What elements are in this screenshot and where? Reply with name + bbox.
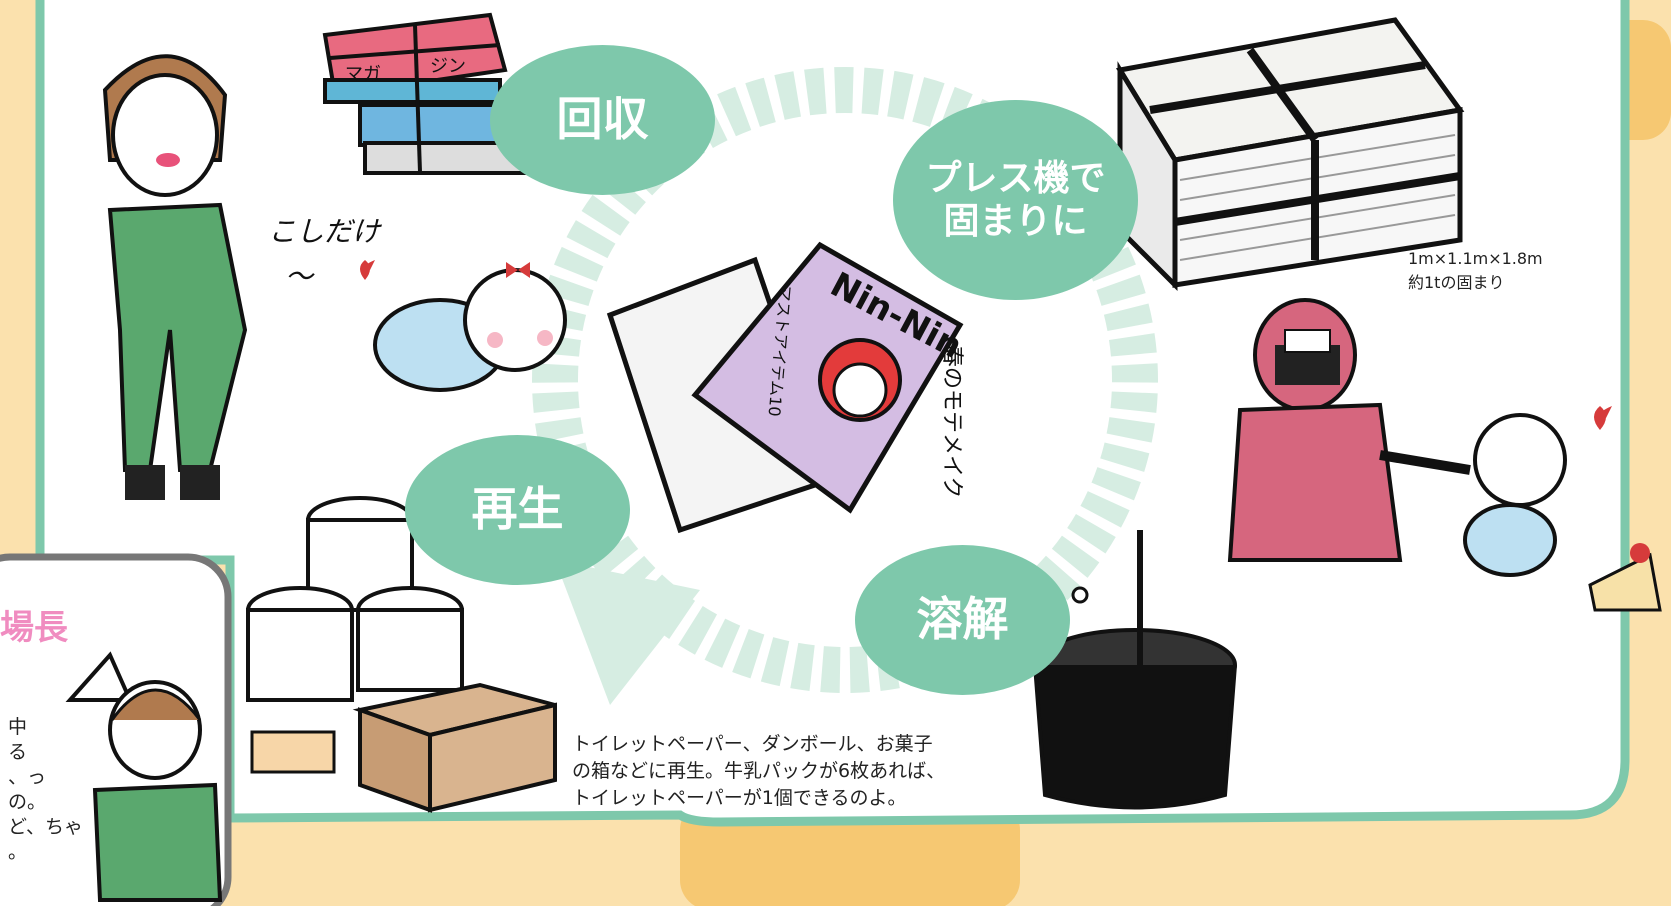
inset-text-line: る	[8, 741, 28, 763]
crawling-baby-illustration	[373, 262, 567, 392]
ninja-illustration	[1227, 298, 1662, 612]
cycle-arrow-head	[555, 560, 700, 705]
factory-manager-illustration	[102, 54, 248, 500]
bale-note: 1m×1.1m×1.8m 約1tの固まり	[1408, 247, 1543, 295]
recycled-products-illustration	[246, 496, 557, 813]
recycle-caption-line: の箱などに再生。牛乳パックが6枚あれば、	[572, 760, 946, 782]
inset-text-line: の。	[8, 791, 47, 813]
recycle-caption: トイレットペーパー、ダンボール、お菓子 の箱などに再生。牛乳パックが6枚あれば、…	[572, 731, 945, 812]
bale-weight: 約1tの固まり	[1408, 273, 1505, 292]
cycle-arrow-track	[532, 67, 1158, 693]
dissolving-vat-illustration	[1033, 530, 1237, 810]
inset-text-line: 中	[8, 716, 28, 738]
cycle-step-press: プレス機で 固まりに	[893, 100, 1138, 300]
cycle-step-recycle: 再生	[405, 435, 630, 585]
cycle-step-dissolve: 溶解	[855, 545, 1070, 695]
heart-icon	[1594, 406, 1612, 430]
magazine-headline: 春のモテメイク	[939, 345, 964, 499]
handwritten-note-line1: こしだけ	[268, 215, 381, 248]
bale-size: 1m×1.1m×1.8m	[1408, 249, 1543, 268]
inset-text-line: 。	[8, 841, 28, 863]
inset-text-line: ど、ちゃ	[8, 816, 84, 838]
heart-icon	[360, 260, 375, 280]
inset-text-line: 、っ	[8, 766, 47, 788]
inset-card	[0, 553, 232, 906]
bundle-label-1: マガ	[345, 64, 381, 85]
cycle-arrow-ring	[532, 67, 1158, 705]
magazine-center-illustration: Nin-Nin 春のモテメイク マストアイテム10	[606, 241, 969, 534]
inset-text: 中 る 、っ の。 ど、ちゃ 。	[8, 715, 83, 865]
recycle-caption-line: トイレットペーパーが1個できるのよ。	[572, 787, 907, 809]
bundle-label-2: ジン	[430, 56, 466, 77]
inset-title: 場長	[0, 608, 68, 648]
cycle-step-collect: 回収	[490, 45, 715, 195]
recycle-caption-line: トイレットペーパー、ダンボール、お菓子	[572, 733, 933, 755]
paper-bale-illustration	[1115, 17, 1465, 292]
bottom-tab-shape	[680, 800, 1020, 906]
handwritten-note-line2: 〜	[285, 260, 314, 293]
